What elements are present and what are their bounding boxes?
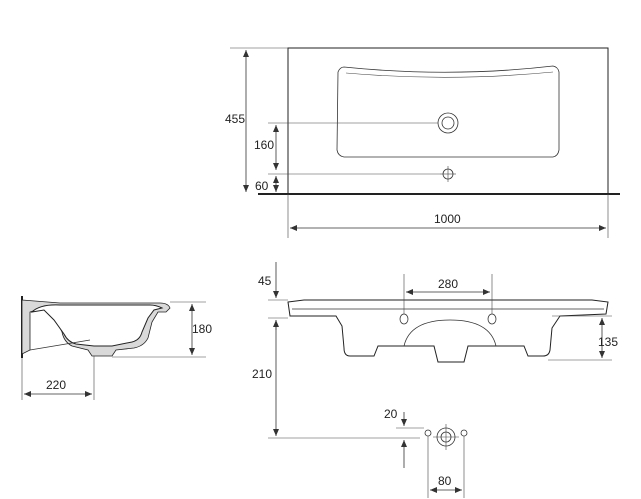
side-section-inner — [30, 304, 164, 347]
bottom-hole-right — [460, 429, 468, 437]
dim-135-label: 135 — [598, 335, 618, 349]
dim-180-label: 180 — [192, 322, 212, 336]
top-view: 455 160 60 1000 — [225, 47, 620, 238]
bowl-outline-top — [336, 65, 560, 158]
front-view: 280 45 210 135 — [252, 262, 618, 439]
bowl-inner-top — [345, 71, 554, 78]
dim-1000-label: 1000 — [434, 212, 461, 226]
side-view: 180 220 — [21, 296, 212, 400]
bottom-hole-left — [424, 429, 432, 437]
dim-280-label: 280 — [438, 277, 458, 291]
front-arch — [403, 319, 497, 347]
dim-455-label: 455 — [225, 112, 245, 126]
dim-160-label: 160 — [254, 138, 274, 152]
bottom-detail: 20 80 — [384, 407, 468, 498]
dim-80-label: 80 — [438, 474, 452, 488]
dim-60-label: 60 — [255, 179, 269, 193]
drain-hole-inner — [441, 116, 455, 130]
front-outline — [287, 299, 609, 363]
side-section-wall — [29, 339, 91, 351]
dim-45-label: 45 — [258, 274, 272, 288]
dim-220-label: 220 — [46, 378, 66, 392]
dim-210-label: 210 — [252, 367, 272, 381]
dim-20-label: 20 — [384, 407, 398, 421]
